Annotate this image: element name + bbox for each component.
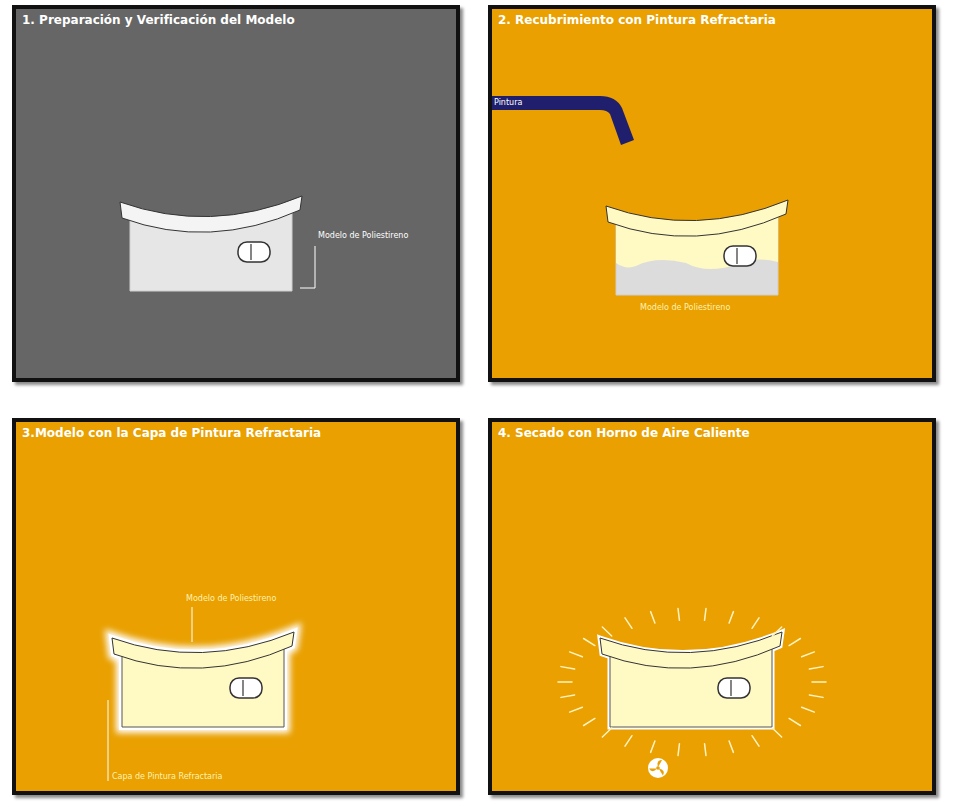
fan-blade xyxy=(658,760,663,767)
part-label: Modelo de Poliestireno xyxy=(186,594,276,604)
model-icon xyxy=(230,678,262,698)
heat-rays xyxy=(558,608,826,755)
heat-ray xyxy=(809,695,823,697)
heat-ray xyxy=(602,728,611,737)
heat-ray xyxy=(584,639,595,646)
heat-ray xyxy=(584,718,595,725)
leader-line xyxy=(192,607,193,642)
model-icon xyxy=(250,244,251,260)
heat-ray xyxy=(752,736,759,746)
panel-ground xyxy=(12,5,460,382)
model-icon xyxy=(238,242,270,262)
leader-line xyxy=(300,246,315,288)
part-label: Modelo de Poliestireno xyxy=(640,303,730,313)
heat-ray xyxy=(772,627,781,636)
coated-model xyxy=(112,632,294,727)
fan-hub xyxy=(656,766,660,770)
step-title: 2. Recubrimiento con Pintura Refractaria xyxy=(498,13,776,28)
heat-ray xyxy=(802,707,815,712)
step-panel: 4. Secado con Horno de Aire Caliente xyxy=(488,418,936,795)
heat-ray xyxy=(651,741,655,752)
heat-ray xyxy=(789,639,800,646)
paint-pipe xyxy=(488,96,634,145)
heat-ray xyxy=(570,652,583,657)
model-icon xyxy=(736,248,737,264)
heat-ray xyxy=(789,718,800,725)
heat-ray xyxy=(772,728,781,737)
step-panel: 2. Recubrimiento con Pintura Refractaria xyxy=(488,5,936,382)
model-band xyxy=(606,200,788,236)
heat-ray xyxy=(625,618,632,628)
heat-ray xyxy=(729,741,733,752)
heat-ray xyxy=(561,695,575,697)
polystyrene-model xyxy=(606,200,788,295)
heat-ray xyxy=(809,667,823,669)
fan-disc xyxy=(648,758,668,778)
model-icon xyxy=(718,678,750,698)
panel-ground xyxy=(488,5,936,382)
step-panel: 1. Preparación y Verificación del Modelo xyxy=(12,5,460,382)
step-title: 1. Preparación y Verificación del Modelo xyxy=(22,13,295,28)
model-icon xyxy=(242,680,243,696)
heat-ray xyxy=(625,736,632,746)
model-band xyxy=(120,196,302,232)
model-icon xyxy=(724,246,756,266)
heat-ray xyxy=(752,618,759,628)
heat-ray xyxy=(558,681,572,683)
model-icon xyxy=(730,680,731,696)
panel-ground xyxy=(488,418,936,795)
heat-ray xyxy=(705,608,706,620)
panel-ground xyxy=(12,418,460,795)
part-label: Modelo de Poliestireno xyxy=(318,231,408,241)
fan-blade xyxy=(649,765,657,772)
part-label: Capa de Pintura Refractaria xyxy=(112,772,222,782)
pipe-label: Pintura xyxy=(494,98,522,108)
heat-ray xyxy=(812,681,826,683)
fan-icon xyxy=(648,758,668,778)
heat-ray xyxy=(651,612,655,623)
coated-model xyxy=(600,632,782,727)
heat-ray xyxy=(602,627,611,636)
step-title: 3.Modelo con la Capa de Pintura Refracta… xyxy=(22,426,321,441)
polystyrene-model xyxy=(120,196,302,291)
heat-ray xyxy=(678,744,679,756)
heat-ray xyxy=(678,608,679,620)
heat-ray xyxy=(561,667,575,669)
heat-ray xyxy=(802,652,815,657)
step-title: 4. Secado con Horno de Aire Caliente xyxy=(498,426,750,441)
model-band xyxy=(112,632,294,668)
step-panel: 3.Modelo con la Capa de Pintura Refracta… xyxy=(12,418,460,795)
heat-ray xyxy=(570,707,583,712)
leader-line xyxy=(108,700,109,781)
model-band xyxy=(600,632,782,668)
heat-ray xyxy=(729,612,733,623)
heat-ray xyxy=(705,744,706,756)
